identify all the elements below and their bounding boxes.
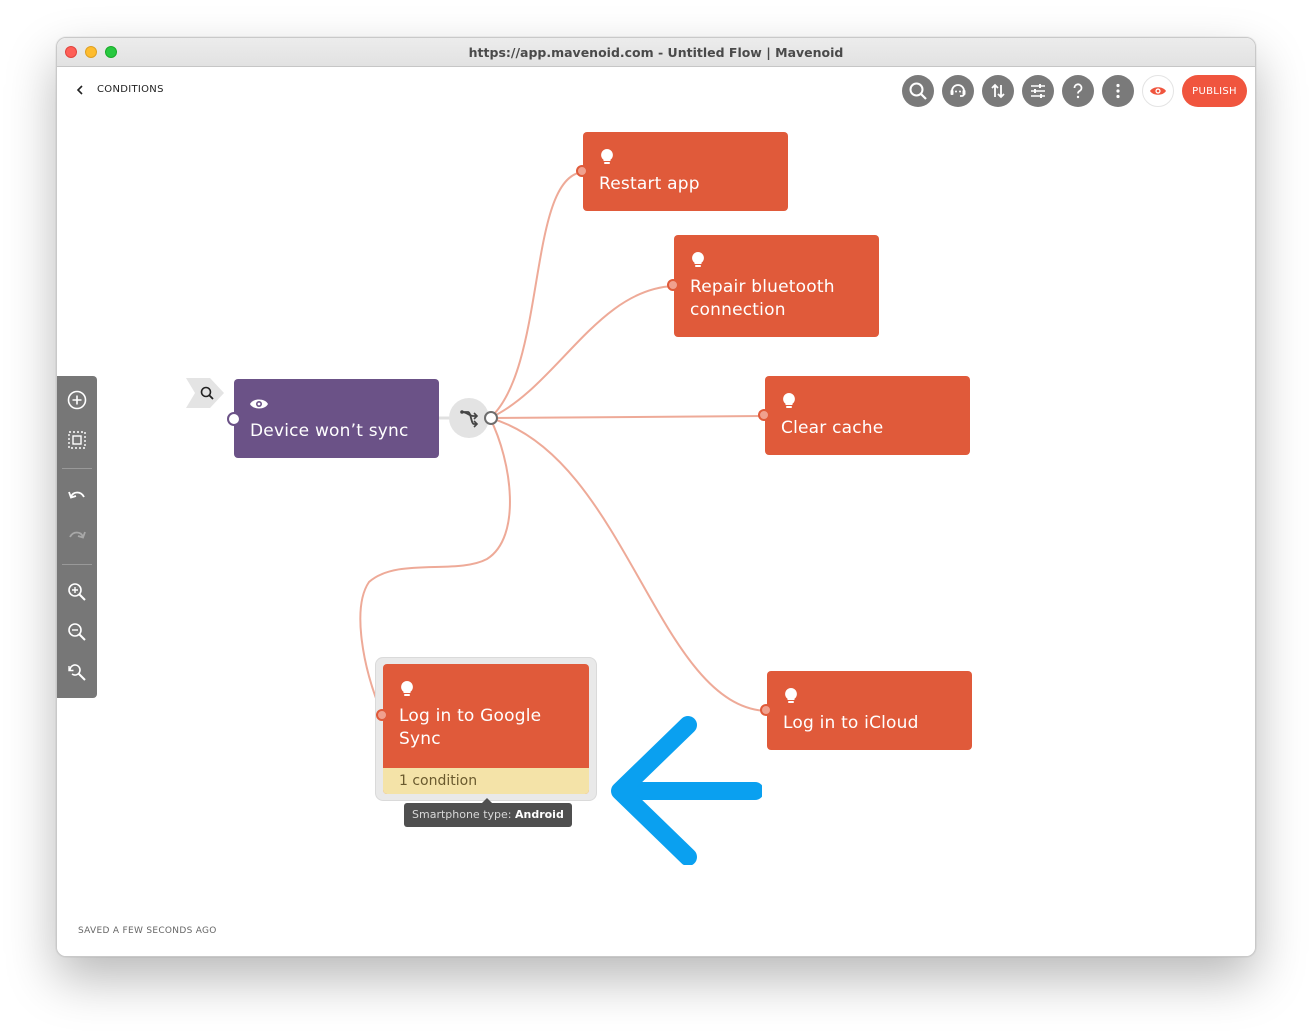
redo-button[interactable] xyxy=(65,524,89,548)
tooltip-value: Android xyxy=(514,808,564,821)
minimize-window-button[interactable] xyxy=(85,46,97,58)
branch-output-port[interactable] xyxy=(484,411,498,425)
help-icon xyxy=(1073,83,1083,99)
undo-icon xyxy=(68,491,85,499)
top-toolbar: PUBLISH xyxy=(902,75,1247,107)
search-tag-icon[interactable] xyxy=(186,377,226,409)
node-input-port[interactable] xyxy=(576,165,588,177)
zoom-out-icon xyxy=(68,623,86,641)
chevron-left-icon xyxy=(76,84,83,95)
back-button[interactable]: CONDITIONS xyxy=(75,84,164,95)
node-clear-cache[interactable]: Clear cache xyxy=(765,376,970,455)
node-label: Log in to Google Sync xyxy=(399,706,542,749)
node-input-port[interactable] xyxy=(667,279,679,291)
lightbulb-icon xyxy=(401,681,413,696)
settings-button[interactable] xyxy=(1022,75,1054,107)
redo-icon xyxy=(69,531,86,539)
sliders-icon xyxy=(1031,84,1045,98)
select-area-button[interactable] xyxy=(65,428,89,452)
start-node-device-wont-sync[interactable]: Device won’t sync xyxy=(234,379,439,458)
zoom-in-icon xyxy=(68,583,86,601)
sort-button[interactable] xyxy=(982,75,1014,107)
node-label: Repair bluetooth connection xyxy=(690,277,835,320)
zoom-in-button[interactable] xyxy=(65,580,89,604)
lightbulb-icon xyxy=(692,252,704,267)
eye-icon xyxy=(250,399,268,409)
add-node-icon xyxy=(67,390,87,410)
flow-editor: CONDITIONS PUBLISH xyxy=(57,67,1255,956)
back-label: CONDITIONS xyxy=(97,84,164,95)
branch-connector[interactable] xyxy=(449,398,489,438)
lightbulb-icon xyxy=(785,688,797,703)
node-label: Log in to iCloud xyxy=(783,713,919,733)
search-icon xyxy=(909,82,927,100)
preview-eye-icon xyxy=(1150,87,1166,95)
node-label: Device won’t sync xyxy=(250,421,409,441)
tool-divider xyxy=(62,564,92,565)
start-node-input-port[interactable] xyxy=(227,412,241,426)
tool-divider xyxy=(62,468,92,469)
undo-button[interactable] xyxy=(65,484,89,508)
maximize-window-button[interactable] xyxy=(105,46,117,58)
tooltip-key: Smartphone type: xyxy=(412,808,512,821)
edge-clear-cache xyxy=(489,415,766,419)
node-label: Clear cache xyxy=(781,418,884,438)
sort-arrows-icon xyxy=(991,83,1005,99)
condition-tooltip: Smartphone type: Android xyxy=(404,798,572,827)
node-input-port[interactable] xyxy=(760,704,772,716)
publish-button[interactable]: PUBLISH xyxy=(1182,75,1247,107)
support-chat-button[interactable] xyxy=(942,75,974,107)
select-area-icon xyxy=(68,431,86,449)
edge-restart-app xyxy=(489,171,584,419)
node-log-in-icloud[interactable]: Log in to iCloud xyxy=(767,671,972,750)
more-vertical-icon xyxy=(1116,83,1120,99)
branch-icon xyxy=(460,410,479,428)
title-bar: https://app.mavenoid.com - Untitled Flow… xyxy=(57,38,1255,67)
save-status: SAVED A FEW SECONDS AGO xyxy=(78,926,217,936)
node-input-port[interactable] xyxy=(758,409,770,421)
close-window-button[interactable] xyxy=(65,46,77,58)
edge-repair-bluetooth xyxy=(489,285,675,419)
node-restart-app[interactable]: Restart app xyxy=(583,132,788,211)
zoom-reset-icon xyxy=(68,664,86,681)
condition-badge[interactable]: 1 condition xyxy=(383,768,589,794)
canvas-tools xyxy=(57,376,97,698)
preview-button[interactable] xyxy=(1142,75,1174,107)
node-repair-bluetooth[interactable]: Repair bluetooth connection xyxy=(674,235,879,337)
browser-window: https://app.mavenoid.com - Untitled Flow… xyxy=(56,37,1256,957)
chat-support-icon xyxy=(950,84,966,97)
annotation-arrow-icon xyxy=(611,716,762,865)
help-button[interactable] xyxy=(1062,75,1094,107)
add-node-button[interactable] xyxy=(65,388,89,412)
lightbulb-icon xyxy=(601,149,613,164)
zoom-reset-button[interactable] xyxy=(65,660,89,684)
zoom-out-button[interactable] xyxy=(65,620,89,644)
lightbulb-icon xyxy=(783,393,795,408)
node-log-in-google-sync[interactable]: Log in to Google Sync 1 condition xyxy=(383,664,589,794)
search-button[interactable] xyxy=(902,75,934,107)
node-label: Restart app xyxy=(599,174,700,194)
window-title: https://app.mavenoid.com - Untitled Flow… xyxy=(468,45,844,60)
more-button[interactable] xyxy=(1102,75,1134,107)
node-input-port[interactable] xyxy=(376,709,388,721)
